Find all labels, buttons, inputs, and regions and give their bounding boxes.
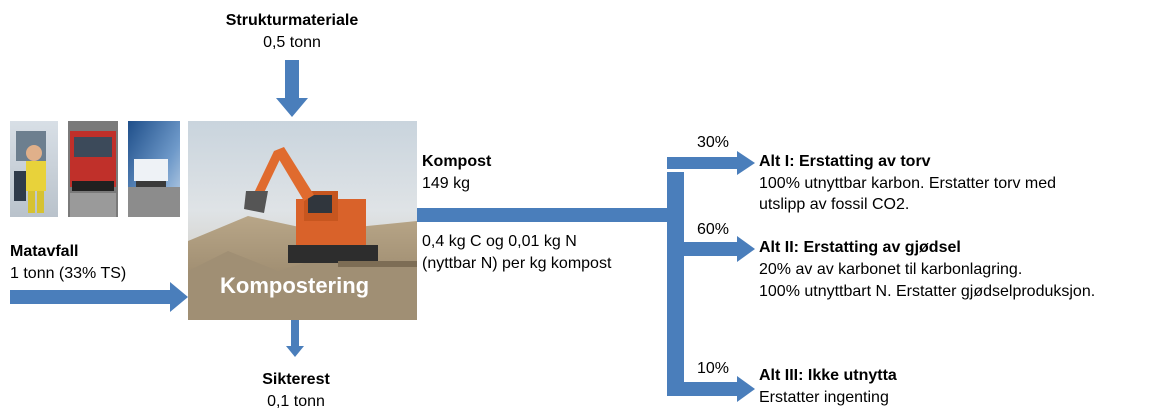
kompost-flow-bar <box>414 208 668 222</box>
distribution-bar <box>667 172 684 389</box>
alt2-line1: 20% av av karbonet til karbonlagring. <box>759 261 1023 278</box>
struktur-amount: 0,5 tonn <box>263 34 321 51</box>
alt2-title: Alt II: Erstatting av gjødsel <box>759 239 961 256</box>
alt1-line2: utslipp av fossil CO2. <box>759 196 910 213</box>
food-waste-collection-photos <box>10 121 180 217</box>
alt2-arrow <box>684 236 755 262</box>
matavfall-title: Matavfall <box>10 243 79 260</box>
matavfall-arrow <box>10 282 188 312</box>
alt1-line1: 100% utnyttbar karbon. Erstatter torv me… <box>759 175 1057 192</box>
alt3-percent: 10% <box>697 360 730 377</box>
alt3-title: Alt III: Ikke utnytta <box>759 367 897 384</box>
kompost-title: Kompost <box>422 153 492 170</box>
struktur-title: Strukturmateriale <box>225 12 359 29</box>
process-label: Kompostering <box>220 273 370 298</box>
highway-truck-photo <box>128 121 180 217</box>
alt1-percent: 30% <box>697 134 730 151</box>
struktur-arrow <box>276 60 308 117</box>
kompost-amount: 149 kg <box>422 175 471 192</box>
alt2-percent: 60% <box>697 221 730 238</box>
alt3-line1: Erstatter ingenting <box>759 389 889 406</box>
excavator-illustration <box>244 147 378 263</box>
sikterest-title: Sikterest <box>262 371 330 388</box>
sikterest-arrow <box>286 320 304 357</box>
kompost-note-line1: 0,4 kg C og 0,01 kg N <box>422 233 577 250</box>
alt2-line2: 100% utnyttbart N. Erstatter gjødselprod… <box>759 283 1096 300</box>
matavfall-amount: 1 tonn (33% TS) <box>10 265 127 282</box>
sikterest-amount: 0,1 tonn <box>267 393 325 410</box>
alt1-title: Alt I: Erstatting av torv <box>759 153 931 170</box>
kompost-note-line2: (nyttbar N) per kg kompost <box>422 255 612 272</box>
alt3-arrow <box>667 376 755 402</box>
truck-photo <box>68 121 118 217</box>
worker-photo <box>10 121 58 217</box>
alt1-arrow <box>667 151 755 175</box>
composting-photo <box>188 121 417 320</box>
